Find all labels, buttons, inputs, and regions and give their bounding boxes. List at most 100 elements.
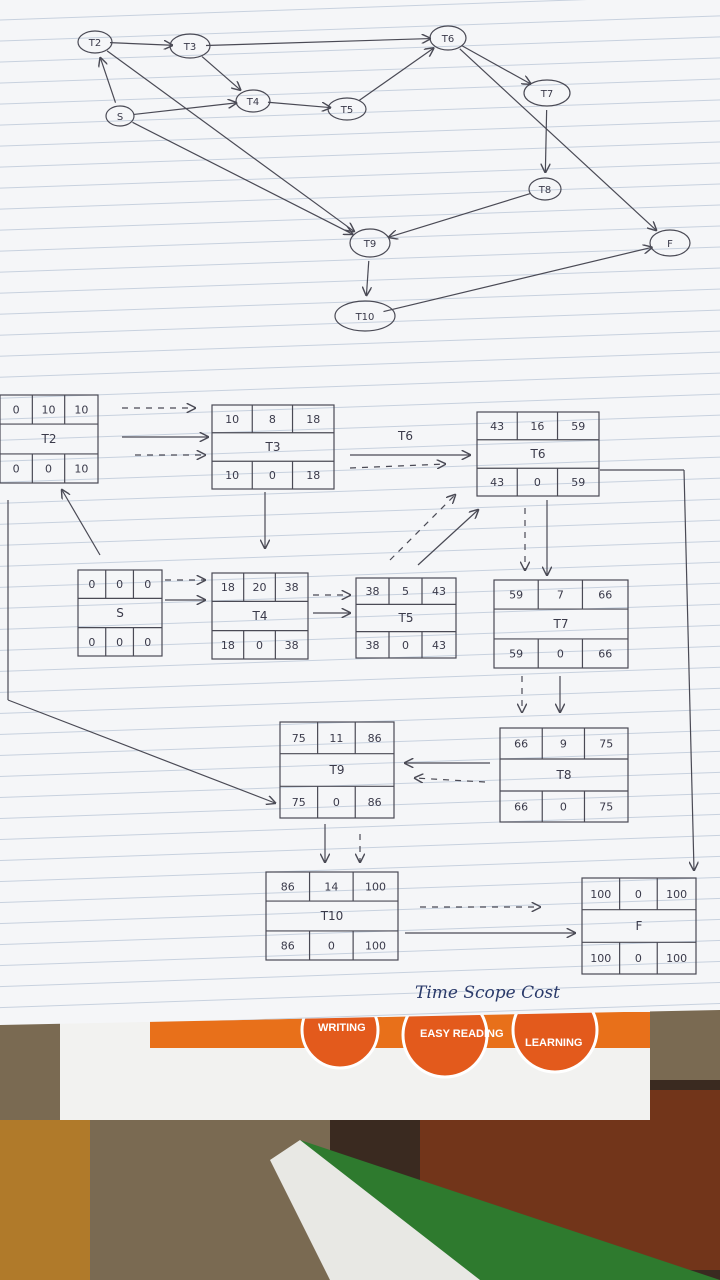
activity-name: T7 <box>553 617 569 631</box>
slack: 0 <box>635 952 642 965</box>
slack: 0 <box>45 462 52 475</box>
network-edge-t6-f <box>459 48 656 230</box>
early-start: 18 <box>221 581 235 594</box>
slack: 0 <box>256 639 263 652</box>
late-finish: 0 <box>144 636 151 649</box>
t6-link-label: T6 <box>397 429 413 443</box>
early-start: 38 <box>366 585 380 598</box>
duration: 8 <box>269 413 276 426</box>
network-edge-s-t4 <box>133 103 236 116</box>
duration: 14 <box>324 881 338 894</box>
network-edge-t10-f <box>383 247 651 313</box>
precedence-arrow <box>62 490 101 556</box>
network-node-label: F <box>667 239 673 250</box>
green-stripe <box>280 1140 720 1280</box>
duration: 5 <box>402 585 409 598</box>
early-finish: 66 <box>598 589 612 602</box>
precedence-arrow <box>683 469 694 870</box>
early-finish: 18 <box>306 413 320 426</box>
early-finish: 38 <box>285 581 299 594</box>
precedence-arrow <box>7 699 275 803</box>
network-edge-t7-t8 <box>545 109 546 172</box>
badge-learning-text: LEARNING <box>525 1037 582 1049</box>
badge-reading-text: EASY READING <box>420 1028 504 1040</box>
activity-name: T2 <box>41 432 57 446</box>
activity-name: T6 <box>530 447 546 461</box>
late-finish: 18 <box>306 469 320 482</box>
white-stripe <box>270 1140 480 1280</box>
activity-name: T10 <box>320 909 344 923</box>
box-outline <box>211 404 335 490</box>
network-edge-t6-t7 <box>461 45 530 84</box>
note-text: Time Scope Cost <box>415 983 560 1003</box>
network-node-s <box>105 105 135 127</box>
early-start: 86 <box>281 881 295 894</box>
early-finish: 43 <box>432 585 446 598</box>
activity-name: T5 <box>398 611 414 625</box>
network-node-t9 <box>349 228 391 258</box>
network-edge-t5-t6 <box>358 48 433 101</box>
activity-name: T9 <box>329 763 345 777</box>
late-start: 59 <box>509 647 523 660</box>
network-edge-s-t2 <box>100 58 117 103</box>
activity-name: T3 <box>265 440 281 454</box>
box-outline <box>493 579 629 669</box>
network-node-label: T4 <box>246 97 259 108</box>
network-edge-t9-t10 <box>366 260 368 295</box>
slack: 0 <box>116 636 123 649</box>
duration: 10 <box>42 404 56 417</box>
box-outline <box>476 411 600 497</box>
network-node-label: T6 <box>441 34 454 45</box>
early-start: 43 <box>490 420 504 433</box>
late-start: 0 <box>13 462 20 475</box>
slack: 0 <box>560 800 567 813</box>
network-node-label: T10 <box>355 312 375 323</box>
late-start: 0 <box>88 636 95 649</box>
late-finish: 75 <box>599 800 613 813</box>
network-node-label: S <box>117 112 123 123</box>
early-start: 0 <box>88 578 95 591</box>
late-start: 75 <box>292 796 306 809</box>
box-outline <box>279 721 395 819</box>
early-start: 0 <box>13 404 20 417</box>
network-node-label: T7 <box>540 89 553 100</box>
late-start: 38 <box>366 639 380 652</box>
early-start: 100 <box>590 888 611 901</box>
network-edge-t8-t9 <box>389 192 531 237</box>
box-outline <box>211 572 309 660</box>
badge-writing-text: WRITING <box>318 1022 366 1034</box>
network-edge-s-t9 <box>132 121 352 234</box>
early-finish: 75 <box>599 738 613 751</box>
duration: 7 <box>557 589 564 602</box>
duration: 16 <box>530 420 544 433</box>
box-outline <box>0 394 99 484</box>
late-start: 66 <box>514 800 528 813</box>
precedence-arrow <box>349 464 445 468</box>
early-start: 75 <box>292 732 306 745</box>
network-node-t8 <box>528 177 562 201</box>
activity-name: T4 <box>252 609 268 623</box>
network-edge-t2-t3 <box>109 43 172 46</box>
early-start: 10 <box>225 413 239 426</box>
slack: 0 <box>269 469 276 482</box>
early-finish: 59 <box>571 420 585 433</box>
box-outline <box>77 569 163 657</box>
network-edge-t3-t4 <box>201 56 240 90</box>
early-finish: 100 <box>666 888 687 901</box>
activity-name: T8 <box>556 768 572 782</box>
late-finish: 10 <box>74 462 88 475</box>
late-finish: 86 <box>368 796 382 809</box>
precedence-arrow <box>389 495 455 561</box>
early-start: 59 <box>509 589 523 602</box>
box-outline <box>355 577 457 659</box>
box-outline <box>499 727 629 823</box>
activity-name: S <box>116 606 124 620</box>
box-outline <box>581 877 697 975</box>
